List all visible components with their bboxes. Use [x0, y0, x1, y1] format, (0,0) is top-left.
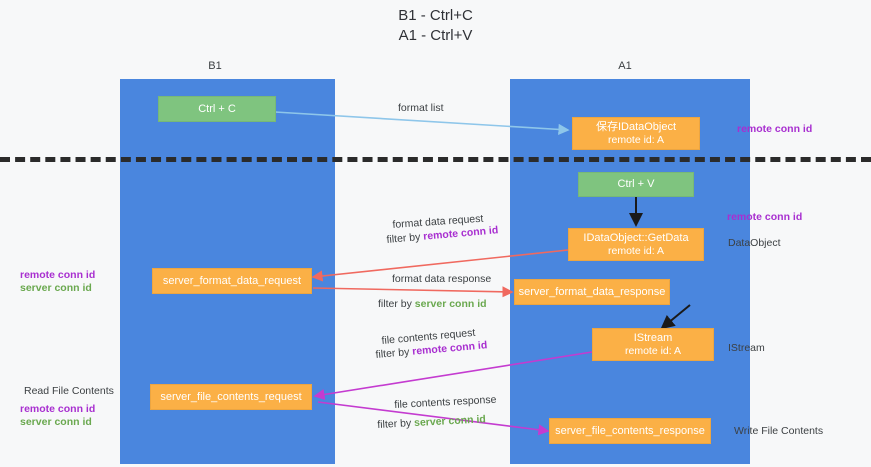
- node-server-file-contents-response[interactable]: server_file_contents_response: [549, 418, 711, 444]
- node-ctrl-v-label: Ctrl + V: [617, 178, 655, 190]
- filter-key-server-conn-id: server conn id: [414, 298, 487, 310]
- edge-label-format-data-response: format data response: [392, 273, 492, 285]
- node-istream-remote-id: remote id: A: [624, 344, 682, 357]
- node-server-format-data-response-label: server_format_data_response: [518, 285, 666, 298]
- node-server-file-contents-response-label: server_file_contents_response: [555, 424, 705, 437]
- annotation-istream: IStream: [728, 342, 765, 354]
- edge-label-format-list: format list: [398, 102, 444, 114]
- node-getdata-label: IDataObject::GetData: [583, 231, 689, 244]
- annotation-remote-conn-id-mid: remote conn id: [727, 211, 803, 223]
- lane-a1-name: A1: [618, 60, 632, 72]
- annotation-remote-conn-id-top: remote conn id: [737, 123, 813, 135]
- node-ctrl-c-label: Ctrl + C: [198, 102, 236, 115]
- edge-label-file-contents-response-filter: filter by server conn id: [377, 412, 486, 433]
- annotation-left-server-conn-id-2: server conn id: [20, 416, 92, 428]
- filter-key-server-conn-id: server conn id: [413, 413, 487, 430]
- node-idataobject[interactable]: 保存IDataObject remote id: A: [572, 117, 700, 150]
- annotation-left-remote-conn-id: remote conn id: [20, 269, 96, 281]
- node-server-format-data-request-label: server_format_data_request: [162, 274, 302, 287]
- lane-b1-name: B1: [208, 60, 222, 72]
- annotation-left-remote-conn-id-2: remote conn id: [20, 403, 96, 415]
- filter-prefix: filter by: [386, 230, 424, 246]
- edge-label-file-contents-response: file contents response: [394, 393, 497, 411]
- node-server-file-contents-request-label: server_file_contents_request: [160, 390, 302, 403]
- node-idataobject-getdata[interactable]: IDataObject::GetData remote id: A: [568, 228, 704, 261]
- title-line-2: A1 - Ctrl+V: [398, 27, 473, 44]
- node-ctrl-v[interactable]: Ctrl + V: [578, 172, 694, 197]
- node-idataobject-remote-id: remote id: A: [607, 133, 665, 146]
- node-istream[interactable]: IStream remote id: A: [592, 328, 714, 361]
- annotation-dataobject: DataObject: [728, 237, 781, 249]
- annotation-write-file-contents: Write File Contents: [734, 425, 824, 437]
- annotation-left-server-conn-id: server conn id: [20, 282, 92, 294]
- annotation-read-file-contents: Read File Contents: [24, 385, 114, 397]
- filter-prefix: filter by: [375, 345, 413, 361]
- node-server-format-data-request[interactable]: server_format_data_request: [152, 268, 312, 294]
- node-getdata-remote-id: remote id: A: [607, 244, 665, 257]
- title-line-1: B1 - Ctrl+C: [398, 7, 473, 24]
- node-server-file-contents-request[interactable]: server_file_contents_request: [150, 384, 312, 410]
- node-ctrl-c[interactable]: Ctrl + C: [158, 96, 276, 122]
- filter-prefix: filter by: [378, 298, 415, 310]
- filter-prefix: filter by: [377, 417, 415, 431]
- node-istream-label: IStream: [633, 331, 673, 344]
- diagram-title: B1 - Ctrl+C A1 - Ctrl+V: [0, 6, 871, 46]
- edge-format-data-response: [312, 286, 514, 298]
- phase-divider: [0, 157, 871, 162]
- node-idataobject-label: 保存IDataObject: [595, 120, 677, 133]
- edge-label-format-data-response-filter: filter by server conn id: [378, 297, 487, 312]
- node-server-format-data-response[interactable]: server_format_data_response: [514, 279, 670, 305]
